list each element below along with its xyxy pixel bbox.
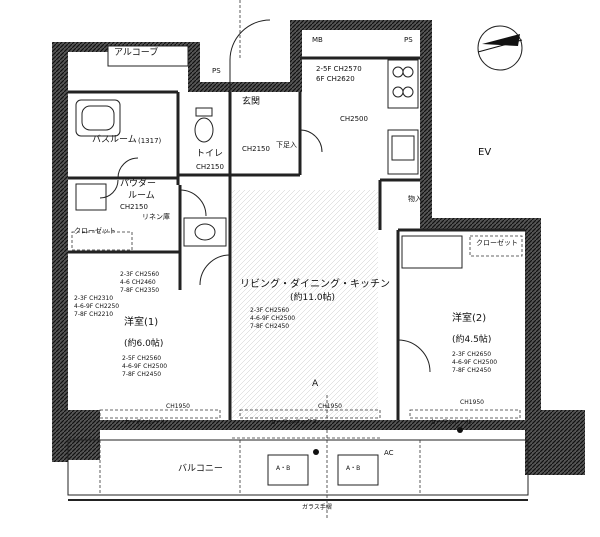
balcony-label: バルコニー [178, 464, 223, 474]
storage2-label: 物入 [408, 195, 422, 203]
interior-walls [68, 56, 525, 420]
western1-label: 洋室(1) [124, 317, 159, 328]
wash-basin [183, 217, 227, 247]
mb-label: MB [312, 36, 323, 44]
closet2-label: クローゼット [476, 239, 518, 247]
w2-height-1: 2-3F CH2650 [452, 351, 492, 358]
entrance-door[interactable] [229, 0, 271, 92]
balcony-area [67, 437, 529, 501]
ldk-label: リビング・ダイニング・キッチン [240, 279, 390, 290]
ch1950-mid: CH1950 [318, 403, 342, 410]
ps-right-label: PS [404, 36, 413, 44]
toilet-ch: CH2150 [196, 163, 224, 171]
ldk-size: (約11.0帖) [290, 293, 336, 303]
interior-doors [99, 129, 431, 373]
cross-b-label: A・B [346, 465, 361, 472]
w1c-height-2: 4-6-9F CH2500 [122, 363, 168, 370]
w2-height-3: 7-8F CH2450 [452, 367, 492, 374]
bathroom-label: バスルーム [92, 135, 137, 145]
ch1950-right: CH1950 [460, 399, 484, 406]
kitchen-height-2: 6F CH2620 [316, 75, 355, 83]
toilet-fixture [194, 107, 214, 143]
glass-handrail-label: ガラス手摺 [302, 504, 332, 511]
ps-left-label: PS [212, 67, 221, 75]
closet1-label: クローゼット [74, 227, 116, 235]
curtain-box-label: カーテンボックス [270, 419, 318, 426]
exterior-walls [52, 20, 585, 475]
ldk-height-1: 2-3F CH2560 [250, 307, 290, 314]
kitchen-height-3: CH2500 [340, 115, 368, 123]
north-arrow-icon [477, 25, 523, 71]
ac-label: AC [384, 449, 394, 457]
bathtub [75, 99, 121, 211]
w1c-height-1: 2-5F CH2560 [122, 355, 162, 362]
western2-size: (約4.5帖) [452, 335, 492, 345]
western2-label: 洋室(2) [452, 313, 487, 324]
w1c-height-3: 7-8F CH2450 [122, 371, 162, 378]
w1b-height-1: 2-3F CH2310 [74, 295, 114, 302]
ldk-height-2: 4-6-9F CH2500 [250, 315, 296, 322]
kitchen-height-1: 2-5F CH2570 [316, 65, 362, 73]
w1b-height-2: 4-6-9F CH2250 [74, 303, 120, 310]
w1-height-3: 7-8F CH2350 [120, 287, 160, 294]
genkan-label: 玄関 [242, 97, 261, 107]
w1-height-1: 2-3F CH2560 [120, 271, 160, 278]
alcove-area [107, 45, 189, 67]
w2-height-2: 4-6-9F CH2500 [452, 359, 498, 366]
linen-label: リネン庫 [142, 213, 170, 221]
ev-label: EV [478, 147, 492, 158]
w1b-height-3: 7-8F CH2210 [74, 311, 114, 318]
storage1-label: 下足入 [276, 141, 297, 149]
ldk-height-3: 7-8F CH2450 [250, 323, 290, 330]
western1-size: (約6.0帖) [124, 339, 164, 349]
bathroom-size: (1317) [138, 137, 162, 145]
cross-a-label: A・B [276, 465, 291, 472]
powder-ch: CH2150 [120, 203, 148, 211]
alcove-label: アルコーブ [114, 48, 159, 58]
w1-height-2: 4-6 CH2460 [120, 279, 156, 286]
curtain-rail-left: カーテンレール [124, 419, 167, 426]
genkan-ch: CH2150 [242, 145, 270, 153]
ch1950-left: CH1950 [166, 403, 190, 410]
a-mark: A [312, 379, 319, 389]
closets [71, 231, 523, 269]
curtain-boxes [99, 409, 521, 419]
ev-zone [440, 60, 540, 220]
powder-room-label-2: ルーム [128, 191, 155, 201]
kitchen-counter [387, 59, 419, 175]
curtain-rail-right: カーテンレール [430, 419, 473, 426]
toilet-label: トイレ [196, 149, 224, 159]
powder-room-label-1: パウダー [120, 179, 157, 189]
ldk-floor [232, 190, 378, 418]
